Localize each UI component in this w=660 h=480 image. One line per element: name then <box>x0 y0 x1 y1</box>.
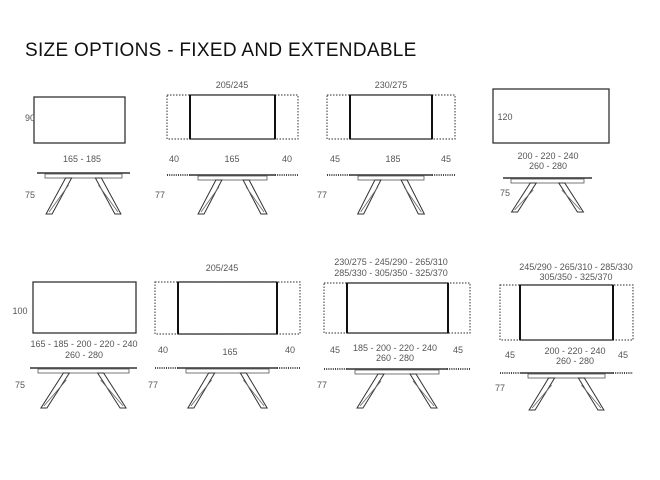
table-top-plan <box>346 282 449 334</box>
table-frame-side <box>44 173 123 179</box>
table-top-plan <box>519 284 614 341</box>
table-leg-detail <box>200 186 220 213</box>
table-leg <box>409 373 438 409</box>
extended-length-label: 205/245 <box>205 263 239 273</box>
table-leg-detail <box>561 189 581 211</box>
table-leg-detail <box>514 189 534 211</box>
table-leg-detail <box>43 379 67 407</box>
height-label: 77 <box>147 380 159 390</box>
table-top-plan <box>189 94 276 140</box>
length-label: 185 <box>385 154 401 164</box>
table-leg <box>39 372 71 409</box>
table-frame-side <box>354 369 440 375</box>
width-label: 100 <box>12 306 28 316</box>
table-leg <box>96 372 128 409</box>
table-frame-side <box>527 373 606 379</box>
length-label-2: 260 - 280 <box>555 356 595 366</box>
length-label: 200 - 220 - 240 <box>517 151 579 161</box>
extension-left-label: 45 <box>504 350 516 360</box>
table-top-plan <box>349 94 433 140</box>
table-frame-side <box>197 175 268 181</box>
extension-left-label: 40 <box>157 345 169 355</box>
table-leg-detail <box>581 384 602 409</box>
table-leg <box>528 377 556 411</box>
extension-left-label: 45 <box>329 154 341 164</box>
extension-right-label: 45 <box>452 345 464 355</box>
table-leg-detail <box>360 186 379 213</box>
table-frame-side <box>357 175 425 181</box>
height-label: 77 <box>316 380 328 390</box>
extension-right-label: 45 <box>440 154 452 164</box>
length-label-2: 260 - 280 <box>375 353 415 363</box>
table-top-plan <box>32 281 137 334</box>
table-leg <box>356 373 385 409</box>
length-label: 185 - 200 - 220 - 240 <box>352 343 438 353</box>
extension-right-label: 40 <box>284 345 296 355</box>
length-label: 165 - 185 <box>62 154 102 164</box>
height-label: 75 <box>24 190 36 200</box>
length-label: 165 <box>222 347 238 357</box>
table-leg <box>577 377 605 411</box>
page-title: SIZE OPTIONS - FIXED AND EXTENDABLE <box>25 40 417 61</box>
table-top-plan <box>33 96 126 144</box>
table-leg <box>242 179 268 215</box>
table-leg-detail <box>245 186 265 213</box>
extension-right-label: 40 <box>281 154 293 164</box>
extended-length-label: 230/275 - 245/290 - 265/310 <box>334 257 448 267</box>
table-top-plan <box>177 281 278 335</box>
height-label: 77 <box>154 190 166 200</box>
table-leg <box>239 372 269 409</box>
table-frame-side <box>37 368 130 374</box>
table-leg-detail <box>48 184 69 213</box>
table-leg-detail <box>531 384 552 409</box>
table-leg-detail <box>98 184 119 213</box>
table-leg <box>510 182 538 213</box>
height-label: 77 <box>316 190 328 200</box>
extension-left-label: 45 <box>329 345 341 355</box>
extended-length-label: 230/275 <box>374 80 408 90</box>
table-leg <box>557 182 585 213</box>
width-label: 120 <box>497 112 513 122</box>
extended-length-label-2: 285/330 - 305/350 - 325/370 <box>334 268 448 278</box>
table-leg <box>94 177 122 215</box>
table-leg <box>197 179 223 215</box>
table-leg-detail <box>359 380 382 407</box>
height-label: 77 <box>494 383 506 393</box>
height-label: 75 <box>14 380 26 390</box>
extension-right-label: 45 <box>617 350 629 360</box>
length-label-2: 260 - 280 <box>528 161 568 171</box>
length-label: 165 - 185 - 200 - 220 - 240 <box>30 339 138 349</box>
table-leg <box>400 179 426 215</box>
table-frame-side <box>510 178 585 184</box>
table-top-plan <box>492 88 610 144</box>
table-frame-side <box>185 368 270 374</box>
extended-length-label-2: 305/350 - 325/370 <box>539 272 613 282</box>
extension-left-label: 40 <box>168 154 180 164</box>
table-leg-detail <box>412 380 435 407</box>
table-leg-detail <box>243 379 265 407</box>
table-leg-detail <box>190 379 212 407</box>
table-leg-detail <box>403 186 422 213</box>
length-label-2: 260 - 280 <box>64 350 104 360</box>
table-leg <box>45 177 73 215</box>
height-label: 75 <box>499 188 511 198</box>
table-leg <box>356 179 382 215</box>
width-label: 90 <box>24 113 36 123</box>
length-label: 165 <box>224 154 240 164</box>
table-leg-detail <box>100 379 124 407</box>
extended-length-label: 205/245 <box>215 80 249 90</box>
extended-length-label: 245/290 - 265/310 - 285/330 <box>519 262 633 272</box>
length-label: 200 - 220 - 240 <box>544 346 606 356</box>
table-leg <box>186 372 216 409</box>
